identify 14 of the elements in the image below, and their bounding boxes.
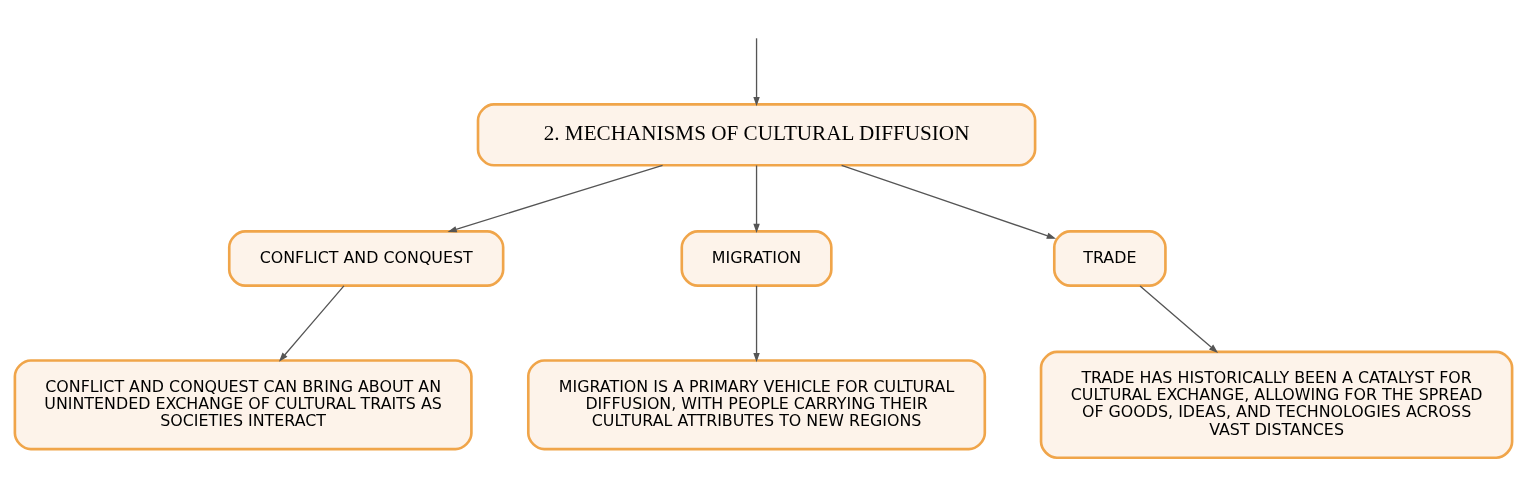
arrow [278,284,345,362]
arrow [447,164,664,232]
arrow [753,37,760,106]
arrow [753,284,760,362]
arrow [840,164,1057,239]
node-box: MIGRATION IS A PRIMARY VEHICLE FOR CULTURAL DIFFUSION, WITH PEOPLE CARRYING THEIR CULTURAL ATTRIBUTES TO NEW REGIONS [526,358,987,450]
node-box: TRADE HAS HISTORICALLY BEEN A CATALYST FOR CULTURAL EXCHANGE, ALLOWING FOR THE SPREAD OF GOODS, IDEAS, AND TECHNOLOGIES ACROSS VAST DISTANCES [1039,350,1514,459]
arrow [753,164,760,233]
node-box: 2. MECHANISMS OF CULTURAL DIFFUSION [476,102,1037,167]
node-box: TRADE [1052,229,1167,287]
node-box: MIGRATION [680,229,833,287]
arrow [1139,284,1219,353]
node-box: CONFLICT AND CONQUEST CAN BRING ABOUT AN UNINTENDED EXCHANGE OF CULTURAL TRAITS AS SOCIETIES INTERACT [13,358,473,450]
node-box: CONFLICT AND CONQUEST [227,229,505,287]
